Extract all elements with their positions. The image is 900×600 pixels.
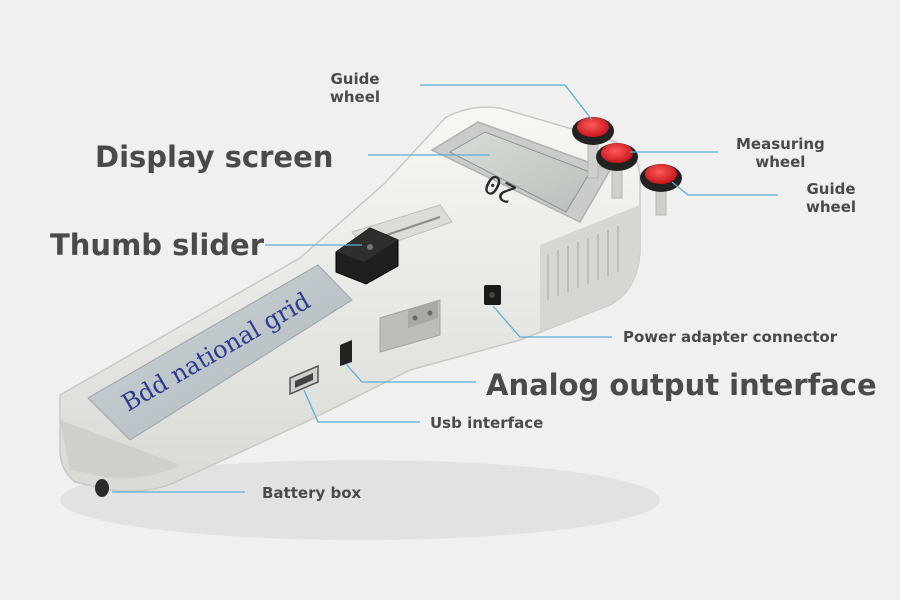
slider-screw-icon [367,244,373,250]
analog-output-plate [408,300,438,328]
device-shadow [60,460,660,540]
label-guide-wheel-right-line2: wheel [806,198,857,216]
label-usb-interface: Usb interface [430,414,544,432]
analog-output-port[interactable] [340,340,352,366]
guide-wheel-right[interactable] [640,164,682,192]
label-battery-box: Battery box [262,484,362,502]
label-measuring-wheel-line2: wheel [755,153,806,171]
label-power-adapter-connector: Power adapter connector [623,328,838,346]
measuring-wheel[interactable] [596,143,638,171]
label-guide-wheel-right: Guide wheel [806,180,856,216]
side-ribs [547,226,619,300]
guide-wheel-top[interactable] [572,117,614,145]
handle-label-panel [87,264,353,441]
label-guide-wheel-top-line2: wheel [330,88,381,106]
label-guide-wheel-top-line1: Guide [330,70,380,88]
label-thumb-slider: Thumb slider [50,228,265,262]
label-analog-output-interface: Analog output interface [486,368,877,402]
label-guide-wheel-right-line1: Guide [806,180,856,198]
label-measuring-wheel-line1: Measuring [736,135,825,153]
label-display-screen: Display screen [95,140,334,174]
label-measuring-wheel: Measuring wheel [736,135,825,171]
battery-box-hole [95,479,109,497]
label-guide-wheel-top: Guide wheel [330,70,380,106]
handle-side-shade [60,420,180,479]
head-side-shade [540,205,640,332]
